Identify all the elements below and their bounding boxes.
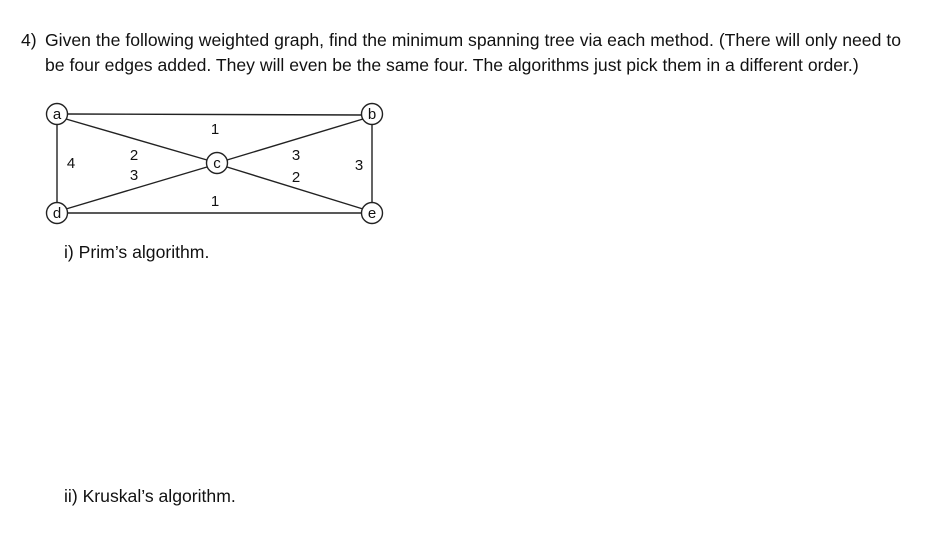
- node-label-c: c: [213, 155, 221, 172]
- node-a: [45, 102, 69, 126]
- weight-d-e: 1: [211, 193, 219, 210]
- weight-a-c: 2: [130, 147, 138, 164]
- weight-b-c: 3: [292, 147, 300, 164]
- weighted-graph: a b c d e 1 1 4 3 2 3 3 2: [40, 100, 390, 230]
- node-label-a: a: [53, 106, 62, 123]
- node-label-d: d: [53, 205, 61, 222]
- node-d: [45, 201, 69, 225]
- node-c: [205, 151, 229, 175]
- edge-e-c: [226, 166, 364, 210]
- node-b: [360, 102, 384, 126]
- node-e: [360, 201, 384, 225]
- edge-a-c: [65, 118, 208, 161]
- weight-e-c: 2: [292, 169, 300, 186]
- node-label-b: b: [368, 106, 376, 123]
- problem-text: Given the following weighted graph, find…: [45, 30, 901, 75]
- part-i-prims: i) Prim’s algorithm.: [64, 242, 210, 262]
- weight-a-b: 1: [211, 121, 219, 138]
- node-label-e: e: [368, 205, 376, 222]
- edge-a-b: [66, 113, 363, 116]
- weight-d-c: 3: [130, 167, 138, 184]
- problem-statement: 4) Given the following weighted graph, f…: [21, 28, 901, 77]
- edge-d-c: [65, 166, 208, 210]
- edge-b-c: [226, 118, 364, 161]
- weight-b-e: 3: [355, 157, 363, 174]
- part-ii-kruskals: ii) Kruskal’s algorithm.: [64, 486, 236, 506]
- weight-a-d: 4: [67, 155, 75, 172]
- problem-number: 4): [21, 30, 37, 50]
